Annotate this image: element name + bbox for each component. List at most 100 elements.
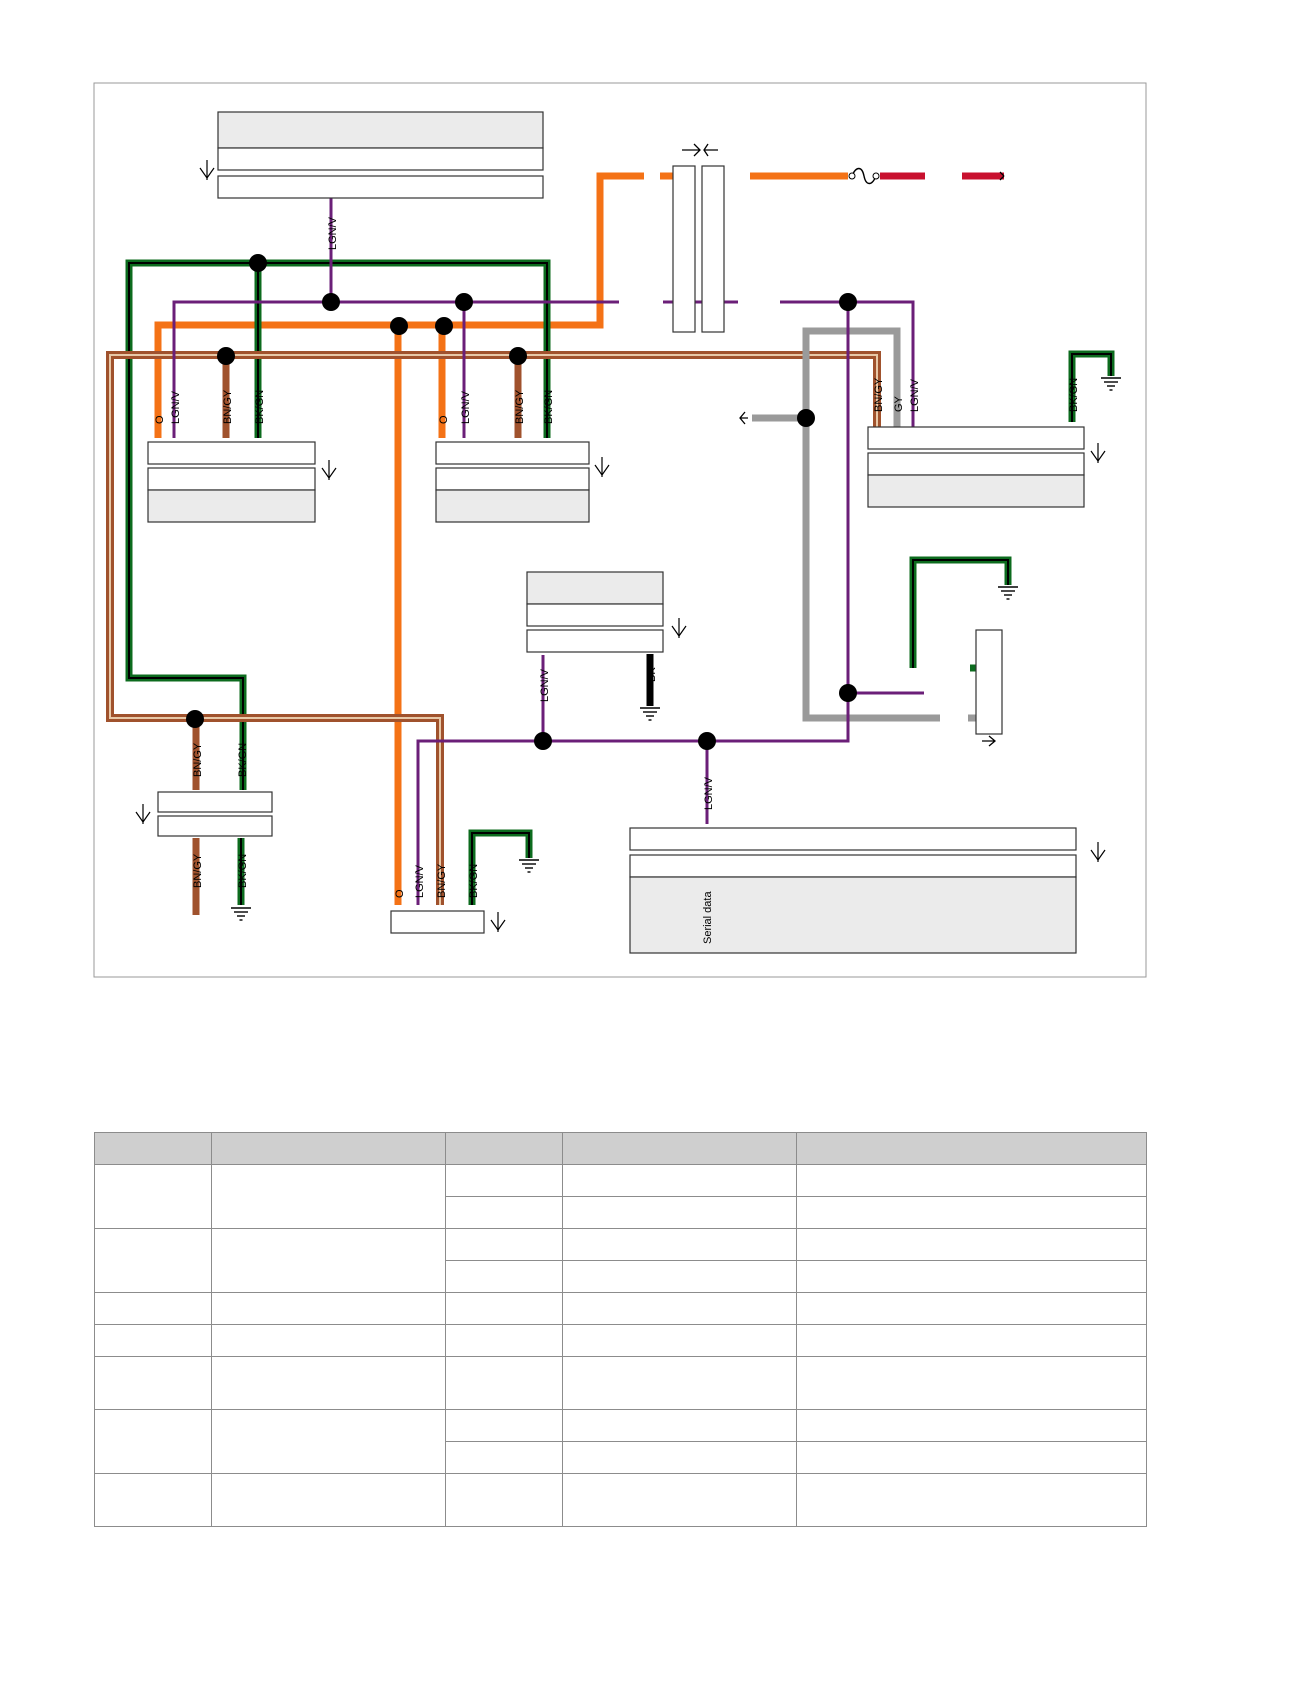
table-cell bbox=[796, 1228, 1147, 1261]
table-row bbox=[94, 1164, 1147, 1229]
table-row bbox=[94, 1292, 1147, 1325]
wire-label-o: O bbox=[438, 415, 450, 424]
wire-label-bn-gy: BN/GY bbox=[192, 853, 204, 888]
table-cell bbox=[211, 1473, 446, 1527]
middle-module bbox=[435, 441, 590, 523]
bottom-right-module: Serial data bbox=[629, 827, 1077, 954]
table-cell bbox=[796, 1164, 1147, 1197]
table-cell bbox=[94, 1228, 212, 1293]
wire-label-bn-gy: BN/GY bbox=[222, 389, 234, 424]
wire-label-lgn-v: LGN/V bbox=[909, 378, 921, 412]
wire-label-bk-gn: BK/GN bbox=[237, 854, 249, 888]
table-cell bbox=[445, 1196, 563, 1229]
table-cell bbox=[445, 1228, 563, 1261]
arrow-icon bbox=[982, 735, 997, 747]
table-cell bbox=[562, 1196, 797, 1229]
table-cell bbox=[445, 1356, 563, 1410]
wire-label-o: O bbox=[154, 415, 166, 424]
wire-label-bn-gy: BN/GY bbox=[873, 377, 885, 412]
wire-labels: LGN/V O LGN/V BN/GY BK/GN O LGN/V BN/GY … bbox=[154, 216, 1080, 898]
table-cell bbox=[796, 1473, 1147, 1527]
table-cell bbox=[796, 1356, 1147, 1410]
table-cell bbox=[445, 1473, 563, 1527]
table-header-cell bbox=[94, 1132, 212, 1165]
wire-label-lgn-v: LGN/V bbox=[414, 864, 426, 898]
table-cell bbox=[211, 1324, 446, 1357]
wire-label-lgn-v: LGN/V bbox=[539, 668, 551, 702]
wire-label-lgn-v: LGN/V bbox=[170, 390, 182, 424]
left-module bbox=[147, 441, 316, 523]
arrow-icon bbox=[739, 411, 748, 425]
wire-label-bn-gy: BN/GY bbox=[436, 863, 448, 898]
right-module bbox=[867, 426, 1085, 508]
table-cell bbox=[562, 1164, 797, 1197]
table-cell bbox=[211, 1356, 446, 1410]
arrow-icon bbox=[682, 143, 718, 157]
table-cell bbox=[796, 1409, 1147, 1442]
table-row bbox=[94, 1324, 1147, 1357]
top-module bbox=[217, 111, 544, 199]
table-cell bbox=[211, 1409, 446, 1474]
orange-wire bbox=[154, 172, 848, 905]
table-cell bbox=[562, 1324, 797, 1357]
wire-label-bk-gn: BK/GN bbox=[1068, 378, 1080, 412]
table-row bbox=[94, 1356, 1147, 1410]
wire-label-bn-gy: BN/GY bbox=[514, 389, 526, 424]
table-cell bbox=[562, 1441, 797, 1474]
wire-label-lgn-v: LGN/V bbox=[703, 776, 715, 810]
table-cell bbox=[562, 1292, 797, 1325]
table-header-cell bbox=[445, 1132, 563, 1165]
wire-label-bk-gn: BK/GN bbox=[254, 390, 266, 424]
wire-label-bn-gy: BN/GY bbox=[192, 742, 204, 777]
table-cell bbox=[94, 1164, 212, 1229]
center-module bbox=[526, 571, 664, 653]
table-header-row bbox=[94, 1132, 1147, 1165]
fuse-terminal-right bbox=[872, 172, 880, 180]
fuse-icon bbox=[851, 167, 877, 185]
table-cell bbox=[94, 1356, 212, 1410]
table-cell bbox=[94, 1324, 212, 1357]
table-cell bbox=[211, 1292, 446, 1325]
brown-wire bbox=[106, 351, 881, 915]
wire-label-o: O bbox=[394, 889, 406, 898]
wiring-diagram: Serial data LGN/V O LGN/V BN/GY BK/GN bbox=[93, 82, 1147, 978]
table-cell bbox=[562, 1228, 797, 1261]
table-cell bbox=[94, 1473, 212, 1527]
table-row bbox=[94, 1409, 1147, 1474]
wire-label-lgn-v: LGN/V bbox=[327, 216, 339, 250]
table-cell bbox=[211, 1164, 446, 1229]
table-cell bbox=[562, 1260, 797, 1293]
table-cell bbox=[562, 1473, 797, 1527]
table-cell bbox=[211, 1228, 446, 1293]
table-header-cell bbox=[562, 1132, 797, 1165]
table-cell bbox=[796, 1292, 1147, 1325]
table-row bbox=[94, 1228, 1147, 1293]
bottom-connector bbox=[390, 910, 485, 934]
table-cell bbox=[796, 1324, 1147, 1357]
side-connector bbox=[975, 629, 1003, 735]
table-cell bbox=[445, 1441, 563, 1474]
fuse-terminal-left bbox=[848, 172, 856, 180]
table-cell bbox=[445, 1164, 563, 1197]
table-cell bbox=[445, 1292, 563, 1325]
wire-label-lgn-v: LGN/V bbox=[460, 390, 472, 424]
wire-label-bk: BK bbox=[646, 667, 658, 682]
wire-label-gy: GY bbox=[893, 395, 905, 412]
serial-data-label: Serial data bbox=[702, 891, 714, 944]
table-cell bbox=[94, 1409, 212, 1474]
table-row bbox=[94, 1473, 1147, 1527]
table-cell bbox=[445, 1260, 563, 1293]
inline-connector-top bbox=[672, 165, 725, 333]
table-header-cell bbox=[211, 1132, 446, 1165]
legend-table bbox=[94, 1132, 1147, 1527]
table-cell bbox=[796, 1196, 1147, 1229]
table-cell bbox=[796, 1441, 1147, 1474]
arrow-icon bbox=[999, 171, 1005, 181]
violet-wire bbox=[172, 198, 924, 905]
table-cell bbox=[562, 1409, 797, 1442]
table-header-cell bbox=[796, 1132, 1147, 1165]
wire-label-bk-gn: BK/GN bbox=[468, 864, 480, 898]
green-wire bbox=[125, 259, 1115, 905]
wire-label-bk-gn: BK/GN bbox=[543, 390, 555, 424]
table-row bbox=[95, 1260, 1147, 1293]
